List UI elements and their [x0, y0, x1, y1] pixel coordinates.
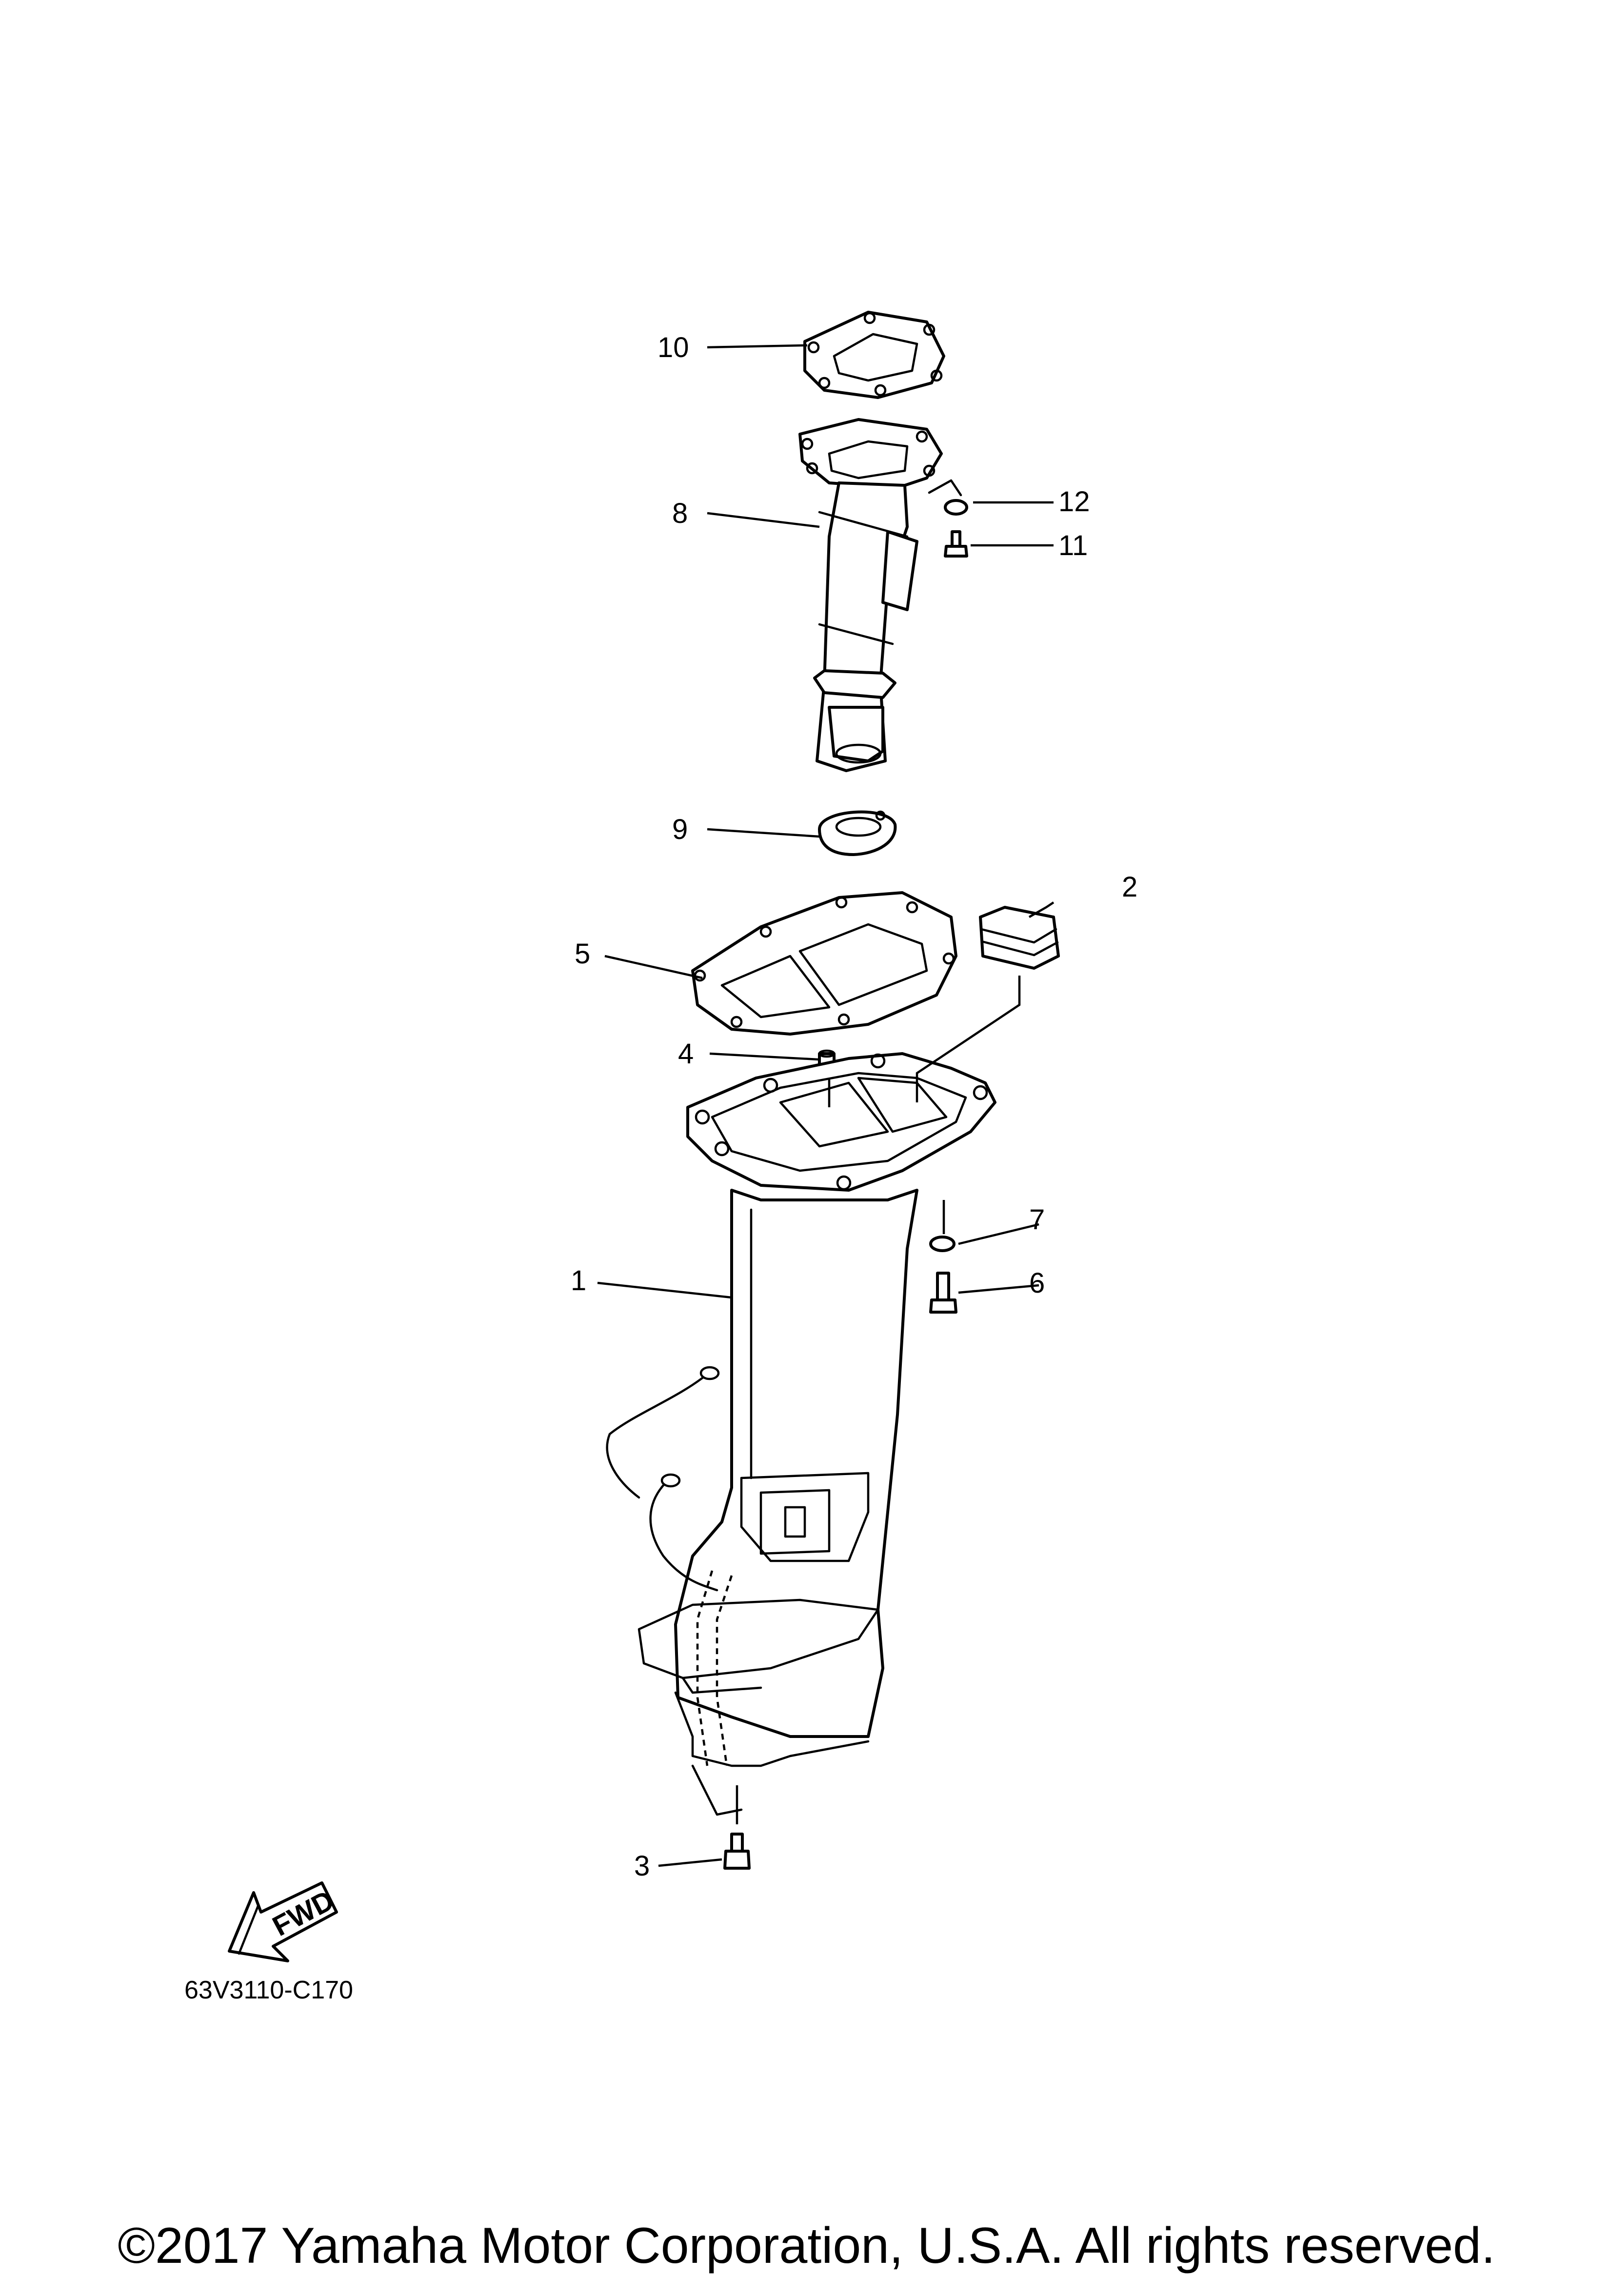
part-7-washer — [929, 1236, 956, 1252]
part-12-washer — [928, 479, 968, 516]
wire-lead — [606, 1366, 720, 1592]
callout-12: 12 — [1058, 486, 1090, 518]
part-11-bolt — [944, 530, 968, 558]
callout-3: 3 — [634, 1850, 650, 1882]
callout-11: 11 — [1058, 530, 1088, 561]
part-10-gasket — [803, 311, 945, 399]
fwd-arrow-icon: FWD — [228, 1881, 339, 1962]
callout-8: 8 — [672, 498, 688, 529]
copyright-footer: ©2017 Yamaha Motor Corporation, U.S.A. A… — [118, 2217, 1495, 2274]
part-6-bolt — [929, 1272, 957, 1314]
part-8-exhaust-guide — [798, 418, 943, 772]
diagram-code: 63V3110-C170 — [184, 1976, 353, 2004]
part-9-grommet — [818, 810, 897, 856]
part-3-bolt — [723, 1833, 751, 1870]
callout-5: 5 — [575, 938, 590, 970]
callout-2: 2 — [1122, 871, 1137, 903]
part-2-rubber-seal — [979, 906, 1060, 970]
callout-7: 7 — [1029, 1204, 1045, 1236]
callout-6: 6 — [1029, 1267, 1045, 1299]
part-1-upper-casing — [637, 1052, 996, 1816]
part-5-gasket — [691, 891, 957, 1036]
callout-1: 1 — [571, 1265, 586, 1297]
callout-labels: 10 12 8 11 9 2 5 4 7 1 6 3 — [571, 332, 1137, 1882]
leader-lines — [597, 344, 1055, 1867]
callout-10: 10 — [657, 332, 689, 363]
callout-4: 4 — [678, 1038, 694, 1070]
callout-9: 9 — [672, 814, 688, 845]
